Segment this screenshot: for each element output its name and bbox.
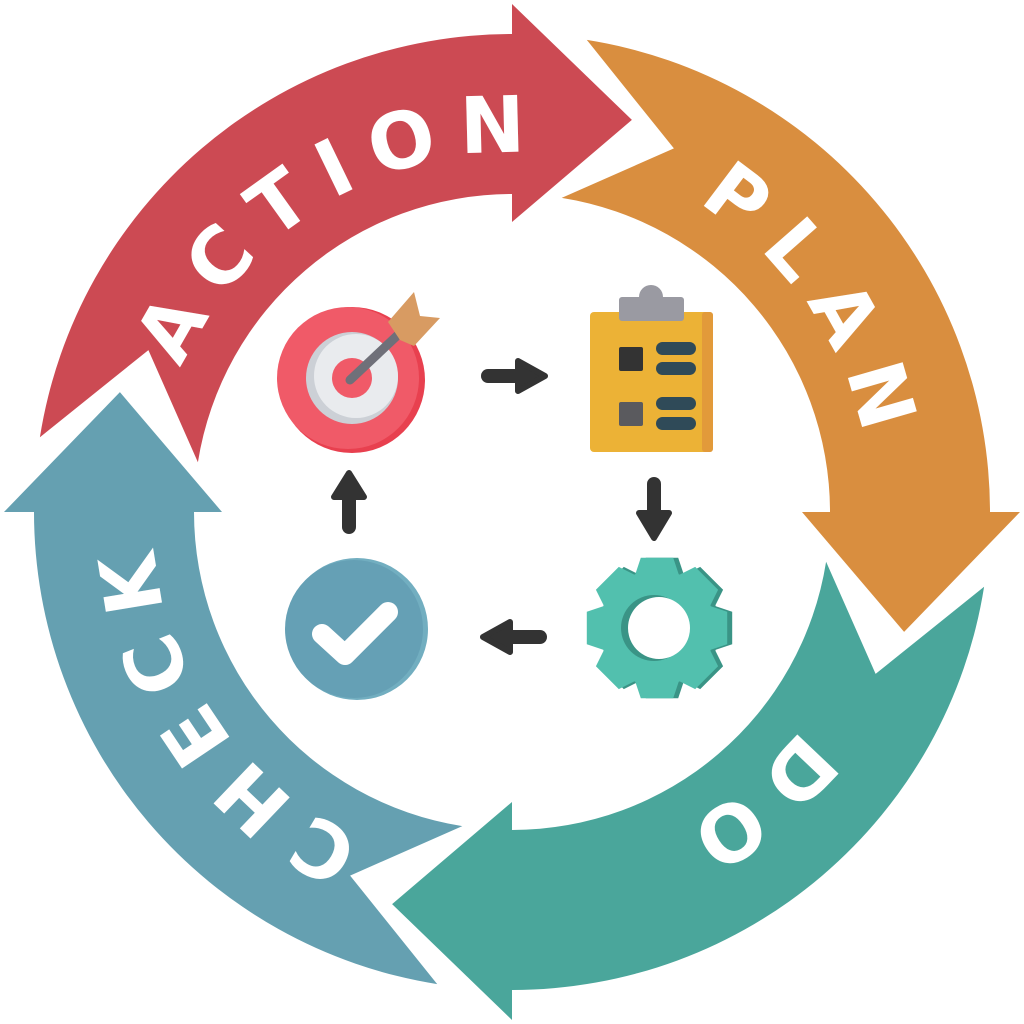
cycle-arrow-action xyxy=(39,4,632,463)
cycle-arrow-do xyxy=(392,561,985,1020)
arrow-action-to-plan xyxy=(481,358,548,394)
cycle-arrow-plan xyxy=(561,39,1020,632)
arrow-check-to-action xyxy=(331,470,367,534)
clipboard-icon xyxy=(590,285,713,452)
arrow-do-to-check xyxy=(480,619,547,655)
target-icon xyxy=(277,292,440,453)
check-circle-icon xyxy=(285,558,428,700)
gear-icon xyxy=(586,557,733,699)
arrow-plan-to-do xyxy=(636,477,672,541)
cycle-arrow-check xyxy=(4,392,463,985)
